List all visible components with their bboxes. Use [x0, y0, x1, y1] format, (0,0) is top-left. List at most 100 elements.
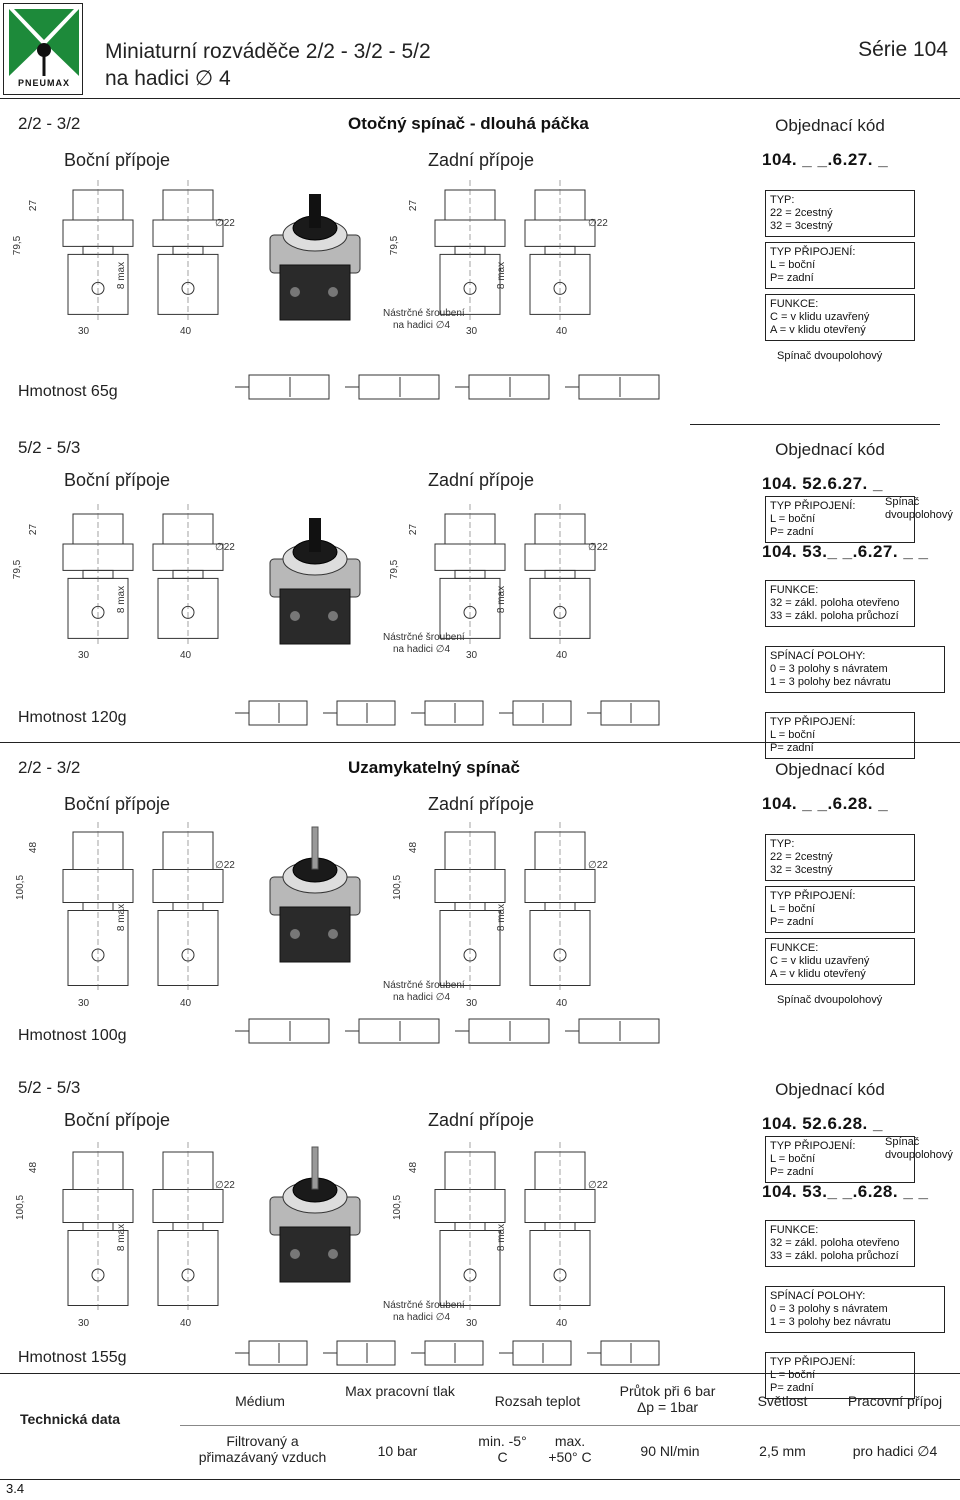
- max-dim: 8 max: [116, 585, 128, 614]
- top-dim: 27: [28, 523, 40, 536]
- diameter-dim-rear: ∅22: [588, 542, 608, 553]
- diameter-dim-rear: ∅22: [588, 860, 608, 871]
- option-line: P= zadní: [770, 526, 814, 538]
- tech-h-temp: Rozsah teplot: [494, 1393, 581, 1409]
- width-30: 30: [78, 998, 90, 1009]
- width-40-rear: 40: [556, 650, 568, 661]
- tech-h-bore: Světlost: [757, 1393, 808, 1409]
- weight-label: Hmotnost 65g: [18, 383, 118, 400]
- valve-photo: [269, 194, 361, 321]
- top-dim: 27: [28, 199, 40, 212]
- option-line: A = v klidu otevřený: [770, 968, 866, 980]
- option-line: FUNKCE:: [770, 1224, 819, 1236]
- diameter-dim: ∅22: [215, 542, 235, 553]
- height-dim: 100,5: [15, 874, 27, 901]
- tube-note-1: Nástrčné šroubení: [383, 308, 465, 319]
- option-line: TYP:: [770, 194, 795, 206]
- max-dim: 8 max: [116, 1223, 128, 1252]
- max-dim-rear: 8 max: [496, 1223, 508, 1252]
- order-code-header: Objednací kód: [775, 1080, 885, 1099]
- height-dim: 100,5: [15, 1194, 27, 1221]
- rear-port-label: Zadní přípoje: [428, 794, 535, 814]
- weight-label: Hmotnost 155g: [18, 1349, 127, 1366]
- option-line: 22 = 2cestný: [770, 207, 833, 219]
- tech-v-port: pro hadici ∅4: [852, 1443, 938, 1459]
- option-line: P= zadní: [770, 916, 814, 928]
- width-40: 40: [180, 326, 192, 337]
- option-line: A = v klidu otevřený: [770, 324, 866, 336]
- circuit-symbols: [235, 374, 660, 400]
- option-line: L = boční: [770, 259, 816, 271]
- option-line: L = boční: [770, 1369, 816, 1381]
- rear-port-label: Zadní přípoje: [428, 470, 535, 490]
- section-divider: [0, 742, 960, 743]
- option-line: 32 = 3cestný: [770, 864, 833, 876]
- tech-h-port: Pracovní přípoj: [847, 1393, 943, 1409]
- option-line: L = boční: [770, 729, 816, 741]
- option-line: L = boční: [770, 513, 816, 525]
- option-line: P= zadní: [770, 272, 814, 284]
- tube-note-1: Nástrčné šroubení: [383, 1300, 465, 1311]
- tech-v-bore: 2,5 mm: [759, 1443, 806, 1459]
- width-30: 30: [78, 326, 90, 337]
- max-dim-rear: 8 max: [496, 585, 508, 614]
- rear-port-label: Zadní přípoje: [428, 150, 535, 170]
- circuit-symbols: [235, 1018, 660, 1044]
- max-dim-rear: 8 max: [496, 903, 508, 932]
- option-line: C = v klidu uzavřený: [770, 955, 870, 967]
- section-heading: Uzamykatelný spínač: [348, 758, 520, 777]
- rear-valve-side-drawing: [524, 822, 596, 992]
- diameter-dim: ∅22: [215, 1180, 235, 1191]
- option-line: FUNKCE:: [770, 942, 819, 954]
- option-line: P= zadní: [770, 1382, 814, 1394]
- weight-label: Hmotnost 120g: [18, 709, 127, 726]
- top-dim-rear: 48: [408, 841, 420, 854]
- table-top-border: [0, 1373, 960, 1374]
- max-dim: 8 max: [116, 903, 128, 932]
- option-line: FUNKCE:: [770, 298, 819, 310]
- option-line: L = boční: [770, 903, 816, 915]
- rear-valve-front-drawing: [434, 180, 506, 320]
- tech-v-flow: 90 Nl/min: [640, 1443, 700, 1459]
- option-line: SPÍNACÍ POLOHY:: [770, 650, 866, 662]
- width-30: 30: [78, 1318, 90, 1329]
- order-code: 104. _ _.6.27. _: [762, 150, 889, 169]
- rear-valve-side-drawing: [524, 1142, 596, 1312]
- rear-valve-front-drawing: [434, 504, 506, 644]
- page-header: PNEUMAX Miniaturní rozváděče 2/2 - 3/2 -…: [0, 0, 960, 100]
- option-line: TYP PŘIPOJENÍ:: [770, 716, 856, 728]
- option-line: 1 = 3 polohy bez návratu: [770, 676, 891, 688]
- valve-photo: [269, 518, 361, 645]
- page-number: 3.4: [6, 1481, 25, 1496]
- width-40: 40: [180, 650, 192, 661]
- rear-valve-front-drawing: [434, 1142, 506, 1312]
- side-valve-side-drawing: [152, 504, 224, 644]
- variant-label: 5/2 - 5/3: [18, 1078, 81, 1097]
- diameter-dim-rear: ∅22: [588, 1180, 608, 1191]
- two-position-note: Spínač dvoupolohový: [777, 994, 883, 1006]
- side-valve-front-drawing: [62, 180, 134, 320]
- brand-name: PNEUMAX: [17, 78, 70, 88]
- option-line: P= zadní: [770, 742, 814, 754]
- side-valve-front-drawing: [62, 1142, 134, 1312]
- side-port-label: Boční přípoje: [64, 470, 171, 490]
- width-30-rear: 30: [466, 998, 478, 1009]
- height-dim-rear: 100,5: [392, 874, 404, 901]
- option-line: TYP:: [770, 838, 795, 850]
- side-port-label: Boční přípoje: [64, 1110, 171, 1130]
- table-mid-line: [180, 1425, 960, 1426]
- height-dim-rear: 79,5: [389, 235, 401, 256]
- series-label: Série 104: [858, 38, 948, 61]
- tech-v-tmax: max. +50° C: [548, 1433, 592, 1465]
- valve-photo: [269, 1146, 361, 1283]
- rear-valve-side-drawing: [524, 504, 596, 644]
- weight-label: Hmotnost 100g: [18, 1027, 127, 1044]
- height-dim: 79,5: [12, 559, 24, 580]
- order-code-2: 104. 53._ _.6.28. _ _: [762, 1182, 929, 1201]
